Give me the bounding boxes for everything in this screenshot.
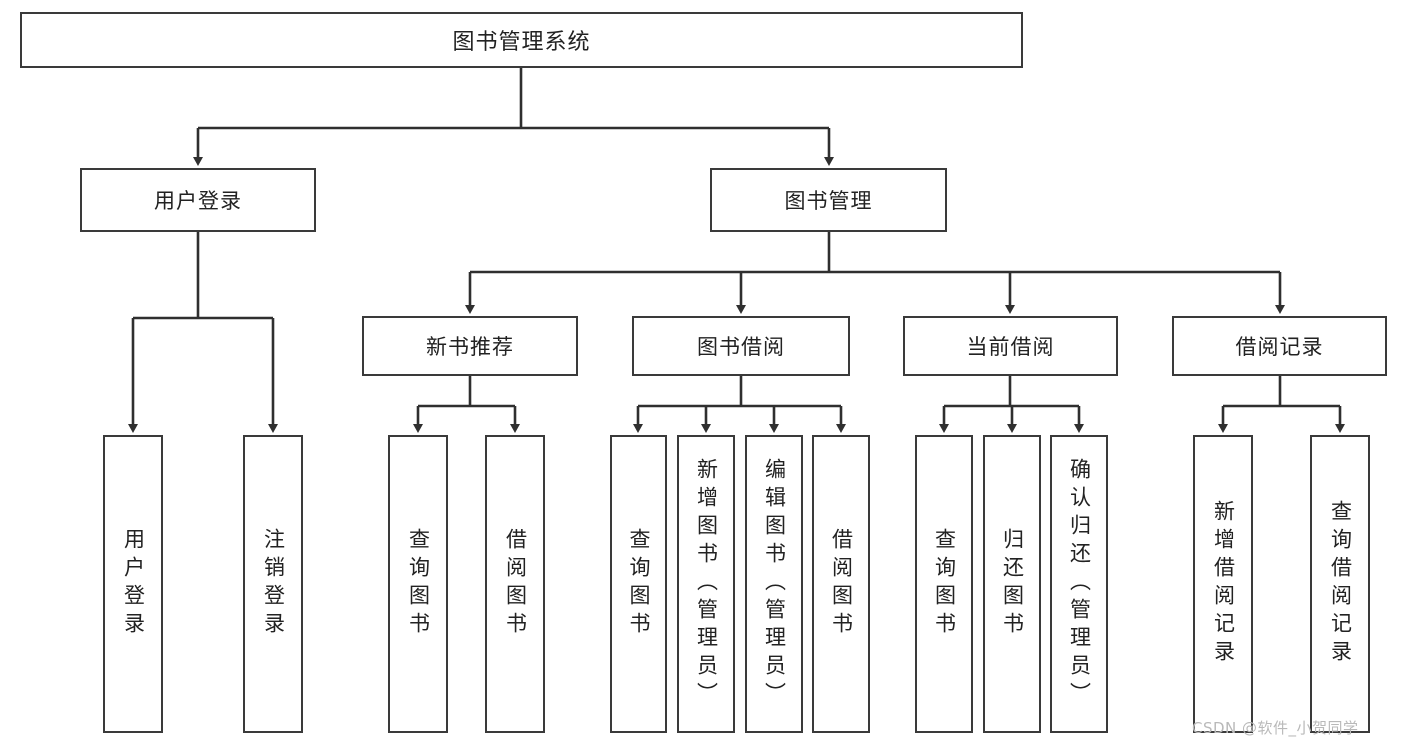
leaf-add-borrow-record-label: 新增借阅记录 <box>1211 500 1236 668</box>
leaf-borrow-book[interactable]: 借阅图书 <box>812 435 870 733</box>
leaf-confirm-return-admin-label: 确认归还（管理员） <box>1067 458 1092 710</box>
node-root[interactable]: 图书管理系统 <box>20 12 1023 68</box>
node-new-book-recommend-label: 新书推荐 <box>426 335 514 359</box>
leaf-recommend-borrow-book-label: 借阅图书 <box>503 528 528 640</box>
leaf-borrow-search-book[interactable]: 查询图书 <box>610 435 667 733</box>
node-user-login[interactable]: 用户登录 <box>80 168 316 232</box>
leaf-current-search-book-label: 查询图书 <box>932 528 957 640</box>
node-borrow-records-label: 借阅记录 <box>1235 335 1324 359</box>
node-borrow-records[interactable]: 借阅记录 <box>1172 316 1387 376</box>
watermark: CSDN @软件_小贺同学 <box>1192 719 1359 737</box>
leaf-return-book[interactable]: 归还图书 <box>983 435 1041 733</box>
leaf-edit-book-admin[interactable]: 编辑图书（管理员） <box>745 435 803 733</box>
leaf-edit-book-admin-label: 编辑图书（管理员） <box>762 458 787 710</box>
leaf-recommend-search-book-label: 查询图书 <box>406 528 431 640</box>
leaf-user-login[interactable]: 用户登录 <box>103 435 163 733</box>
leaf-search-borrow-record-label: 查询借阅记录 <box>1328 500 1353 668</box>
node-root-label: 图书管理系统 <box>452 30 591 55</box>
leaf-add-book-admin[interactable]: 新增图书（管理员） <box>677 435 735 733</box>
leaf-add-book-admin-label: 新增图书（管理员） <box>694 458 719 710</box>
leaf-search-borrow-record[interactable]: 查询借阅记录 <box>1310 435 1370 733</box>
node-book-management[interactable]: 图书管理 <box>710 168 947 232</box>
leaf-user-login-label: 用户登录 <box>121 528 146 640</box>
node-current-borrow-label: 当前借阅 <box>966 335 1055 359</box>
leaf-recommend-search-book[interactable]: 查询图书 <box>388 435 448 733</box>
leaf-current-search-book[interactable]: 查询图书 <box>915 435 973 733</box>
leaf-confirm-return-admin[interactable]: 确认归还（管理员） <box>1050 435 1108 733</box>
leaf-return-book-label: 归还图书 <box>1000 528 1025 640</box>
node-new-book-recommend[interactable]: 新书推荐 <box>362 316 578 376</box>
leaf-recommend-borrow-book[interactable]: 借阅图书 <box>485 435 545 733</box>
node-book-borrow[interactable]: 图书借阅 <box>632 316 850 376</box>
leaf-borrow-search-book-label: 查询图书 <box>627 528 651 640</box>
leaf-logout[interactable]: 注销登录 <box>243 435 303 733</box>
node-book-management-label: 图书管理 <box>784 189 873 213</box>
leaf-add-borrow-record[interactable]: 新增借阅记录 <box>1193 435 1253 733</box>
leaf-logout-label: 注销登录 <box>261 528 286 640</box>
node-user-login-label: 用户登录 <box>154 189 242 213</box>
node-current-borrow[interactable]: 当前借阅 <box>903 316 1118 376</box>
node-book-borrow-label: 图书借阅 <box>697 335 785 359</box>
leaf-borrow-book-label: 借阅图书 <box>829 528 854 640</box>
